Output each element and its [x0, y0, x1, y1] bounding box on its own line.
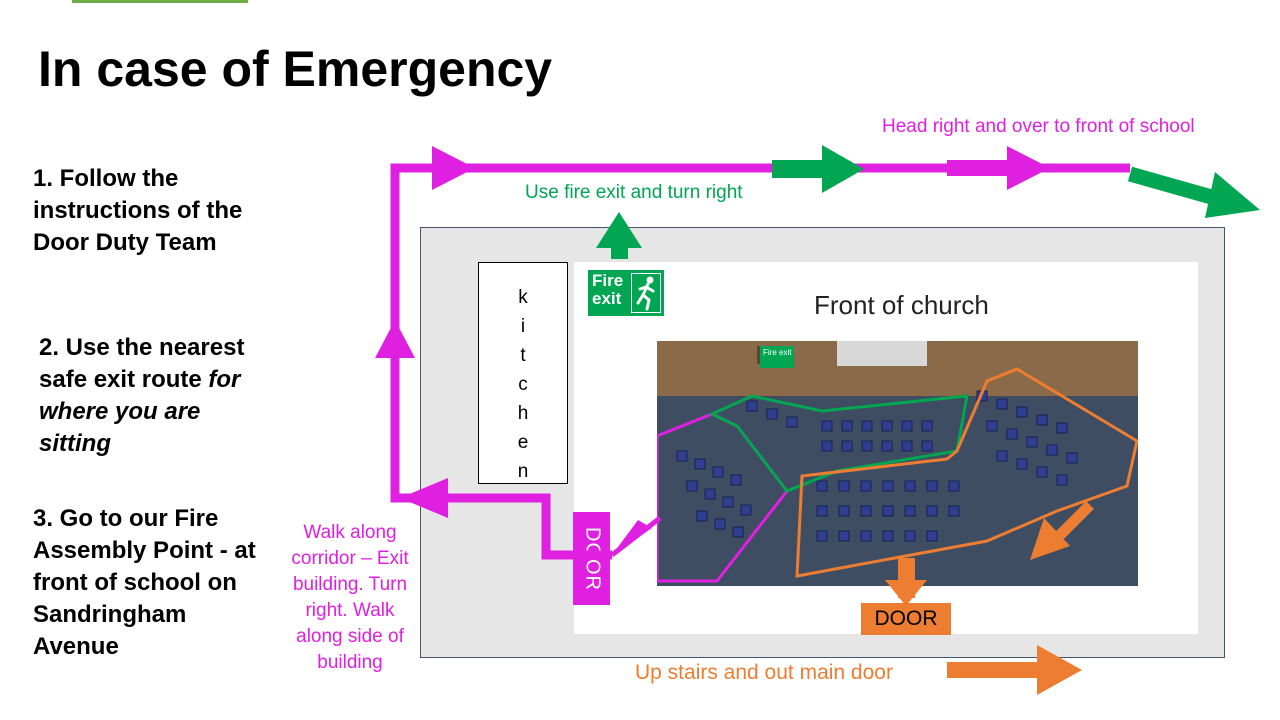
- fire-exit-sign: Fire exit: [588, 270, 664, 316]
- green-arrow-shaft: [772, 160, 824, 178]
- step-1: 1. Follow the instructions of the Door D…: [33, 165, 243, 256]
- magenta-arrow-icon: [1007, 146, 1050, 190]
- orange-arrow-shaft: [947, 662, 1039, 678]
- kitchen-letter: i: [520, 316, 526, 337]
- note-walk-corridor: Walk along corridor – Exit building. Tur…: [291, 522, 409, 673]
- green-arrow-shaft: [1127, 166, 1218, 206]
- front-of-church-label: Front of church: [814, 290, 989, 320]
- green-arrow-icon: [596, 212, 642, 248]
- running-person-icon: [631, 273, 661, 313]
- magenta-route-line: [610, 516, 662, 557]
- magenta-arrow-icon: [400, 478, 448, 518]
- magenta-route-line: [390, 163, 1130, 560]
- orange-arrow-icon: [885, 580, 927, 606]
- orange-arrow-icon: [1030, 518, 1070, 560]
- note-up-stairs: Up stairs and out main door: [635, 661, 893, 684]
- step-2: 2. Use the nearest safe exit route for w…: [39, 332, 269, 460]
- hall-seating-photo: Fire exit: [657, 341, 1138, 586]
- magenta-arrow-shaft: [947, 160, 1009, 176]
- kitchen-letter: t: [520, 345, 526, 366]
- step-2-emphasis: for where you are sitting: [39, 366, 241, 457]
- green-arrow-icon: [822, 145, 864, 193]
- page-title: In case of Emergency: [38, 41, 553, 97]
- magenta-arrow-icon: [432, 146, 475, 190]
- kitchen-letter: e: [517, 432, 529, 453]
- accent-bar: [72, 0, 248, 3]
- kitchen-letter: n: [517, 461, 529, 482]
- step-3: 3. Go to our Fire Assembly Point - at fr…: [33, 505, 256, 660]
- fire-exit-sign-text: Fire exit: [592, 271, 624, 308]
- kitchen-room: k i t c h e n: [478, 262, 568, 484]
- kitchen-letter: h: [517, 403, 529, 424]
- magenta-arrow-icon: [375, 320, 415, 358]
- note-fire-exit: Use fire exit and turn right: [525, 182, 743, 203]
- kitchen-letter: k: [518, 287, 528, 308]
- main-door: DOOR: [861, 603, 951, 635]
- step-2-text: 2. Use the nearest safe exit route: [39, 334, 245, 393]
- small-fire-exit-sign: Fire exit: [763, 348, 792, 357]
- green-arrow-shaft: [611, 246, 628, 259]
- orange-arrow-shaft: [1051, 501, 1094, 544]
- orange-arrow-icon: [1037, 645, 1082, 695]
- green-arrow-icon: [1205, 172, 1260, 218]
- kitchen-letter: c: [518, 374, 528, 395]
- note-head-to-school: Head right and over to front of school: [882, 116, 1195, 137]
